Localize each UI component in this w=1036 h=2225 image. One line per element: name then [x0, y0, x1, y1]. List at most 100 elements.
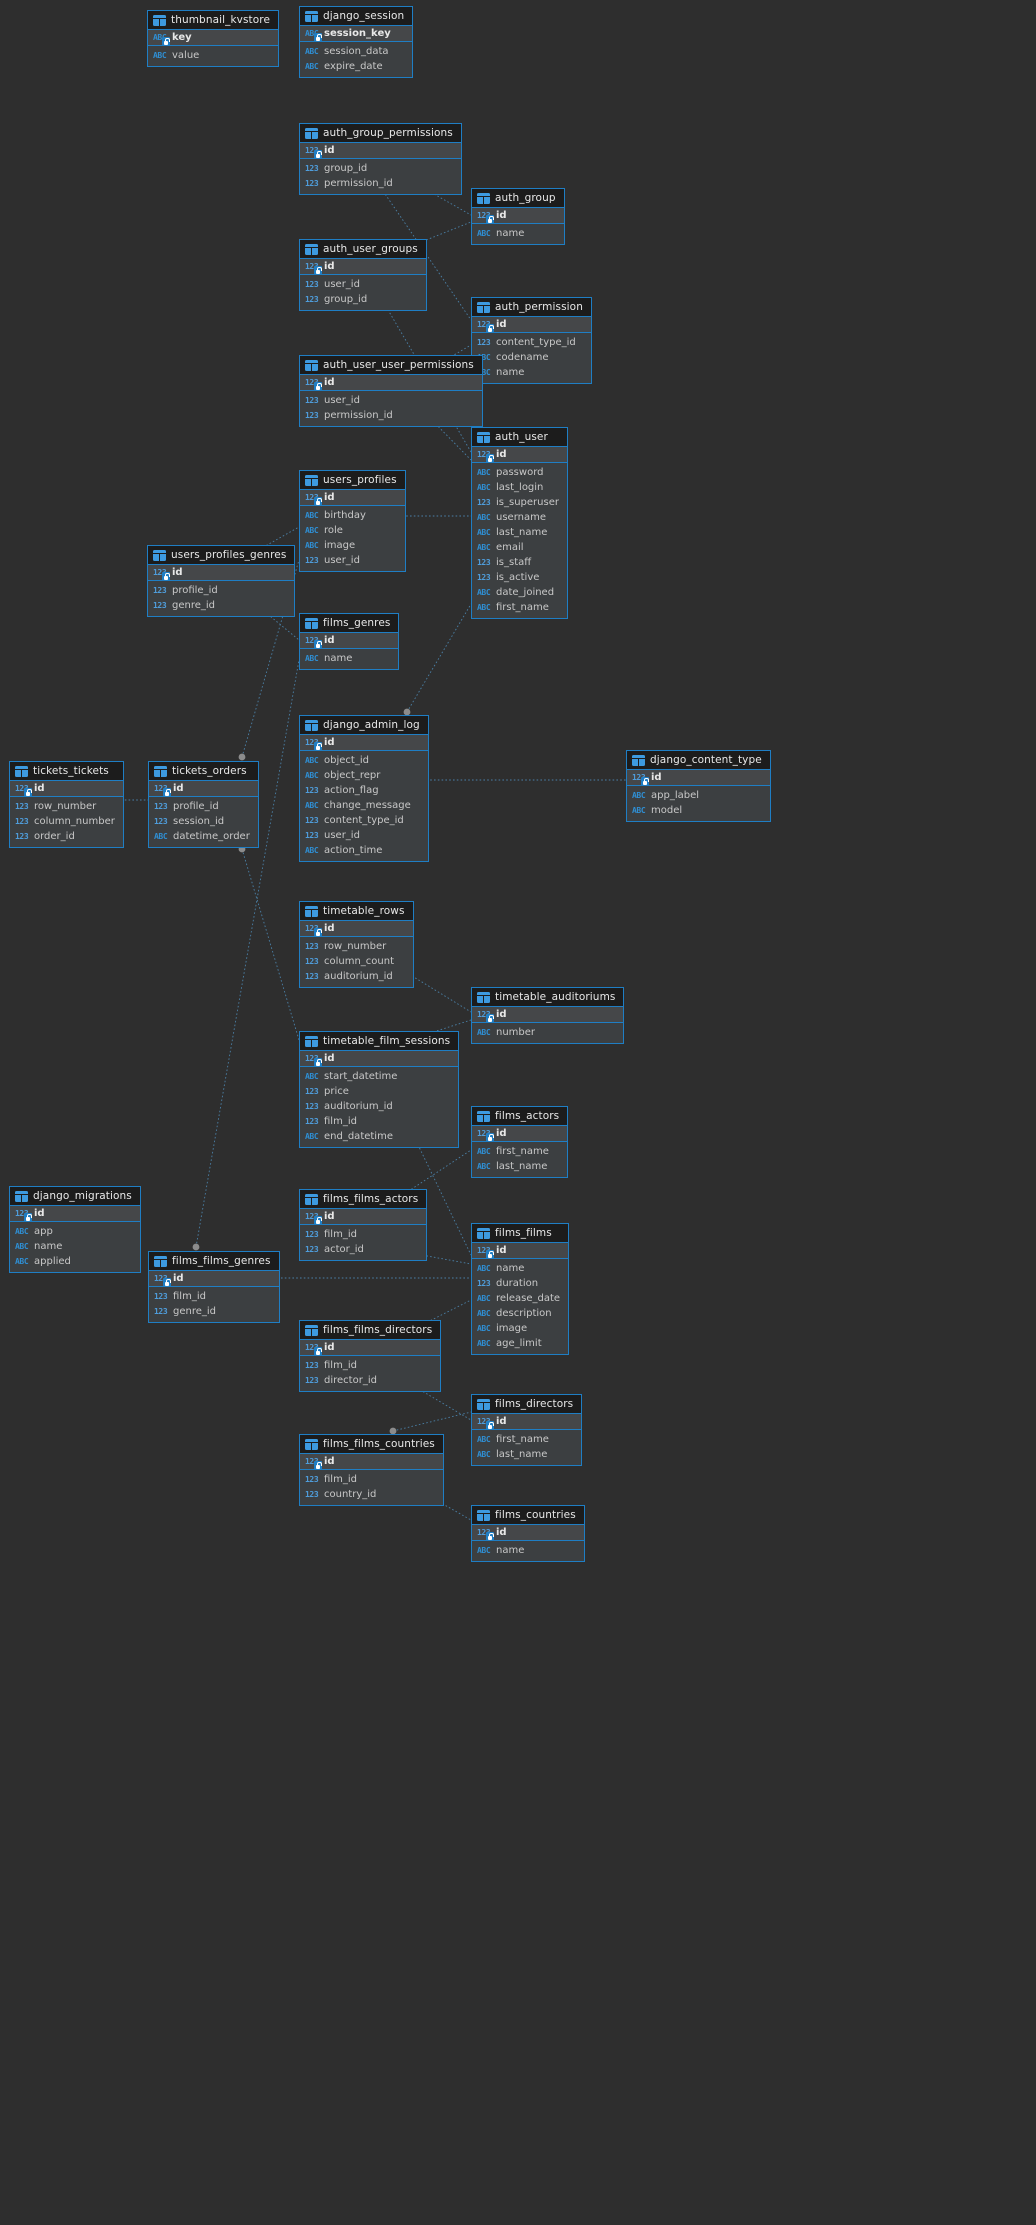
entity-header[interactable]: films_films_directors — [300, 1321, 441, 1340]
entity-header[interactable]: django_admin_log — [300, 716, 428, 735]
entity-header[interactable]: users_profiles_genres — [148, 546, 295, 565]
entity-header[interactable]: films_films_countries — [300, 1435, 443, 1454]
entity-header[interactable]: films_actors — [472, 1107, 568, 1126]
entity-header[interactable]: films_directors — [472, 1395, 582, 1414]
entity-header[interactable]: timetable_auditoriums — [472, 988, 624, 1007]
entity-header[interactable]: films_films_genres — [149, 1252, 279, 1271]
relationship-endpoint[interactable] — [238, 753, 246, 761]
entity-header[interactable]: auth_permission — [472, 298, 591, 317]
entity-header[interactable]: auth_user — [472, 428, 567, 447]
entity-header[interactable]: django_session — [300, 7, 413, 26]
entity-header[interactable]: tickets_orders — [149, 762, 258, 781]
entity-header[interactable]: thumbnail_kvstore — [148, 11, 279, 30]
entity-header[interactable]: auth_user_groups — [300, 240, 426, 259]
entity-header[interactable]: timetable_rows — [300, 902, 413, 921]
entity-header[interactable]: django_content_type — [627, 751, 770, 770]
entity-header[interactable]: tickets_tickets — [10, 762, 123, 781]
